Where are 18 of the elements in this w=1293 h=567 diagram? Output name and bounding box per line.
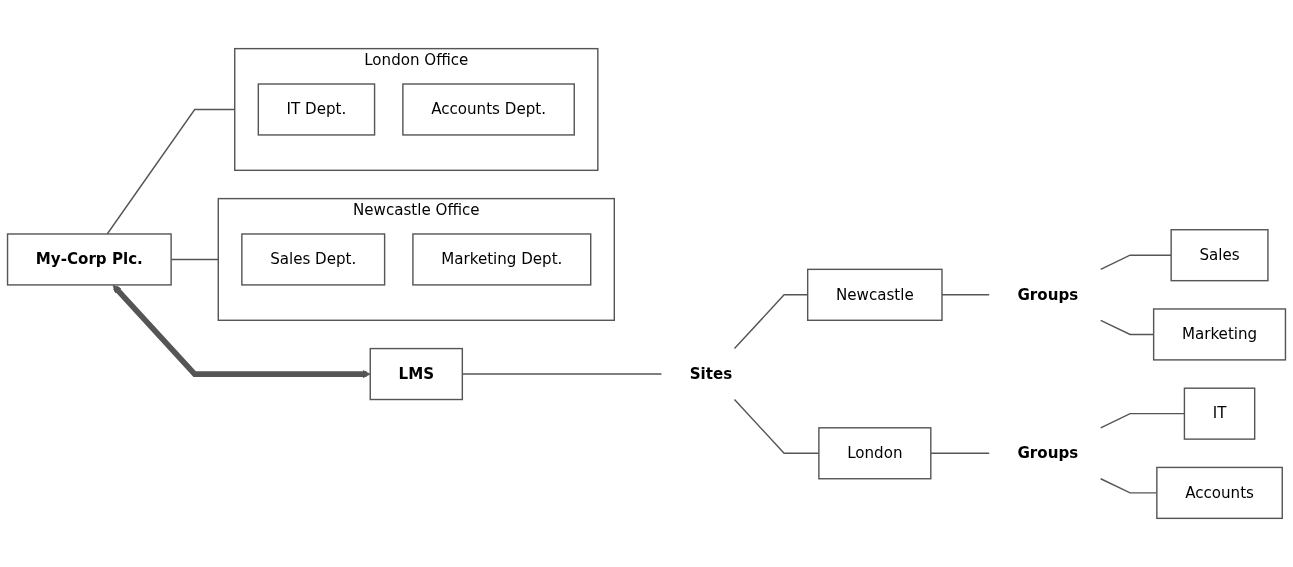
node-box: LMS (369, 347, 464, 401)
node-box: Marketing (1152, 308, 1287, 361)
node-text: Groups (1017, 285, 1079, 304)
connector (930, 452, 990, 454)
node-box: My-Corp Plc. (6, 233, 172, 286)
node-text: Groups (1017, 443, 1079, 462)
node-box: Sales Dept. (241, 233, 386, 286)
connector (1100, 254, 1172, 271)
arrow (112, 284, 371, 379)
node-box: Sales (1170, 229, 1269, 282)
node-text: Sites (689, 364, 733, 383)
node-box: London (818, 427, 932, 480)
node-box: Accounts Dept. (402, 83, 575, 136)
node-box: IT Dept. (257, 83, 376, 136)
node-box: Newcastle (806, 268, 943, 321)
node-box: Marketing Dept. (412, 233, 592, 286)
node-box: Accounts (1156, 466, 1283, 520)
node-box: IT (1183, 387, 1256, 440)
